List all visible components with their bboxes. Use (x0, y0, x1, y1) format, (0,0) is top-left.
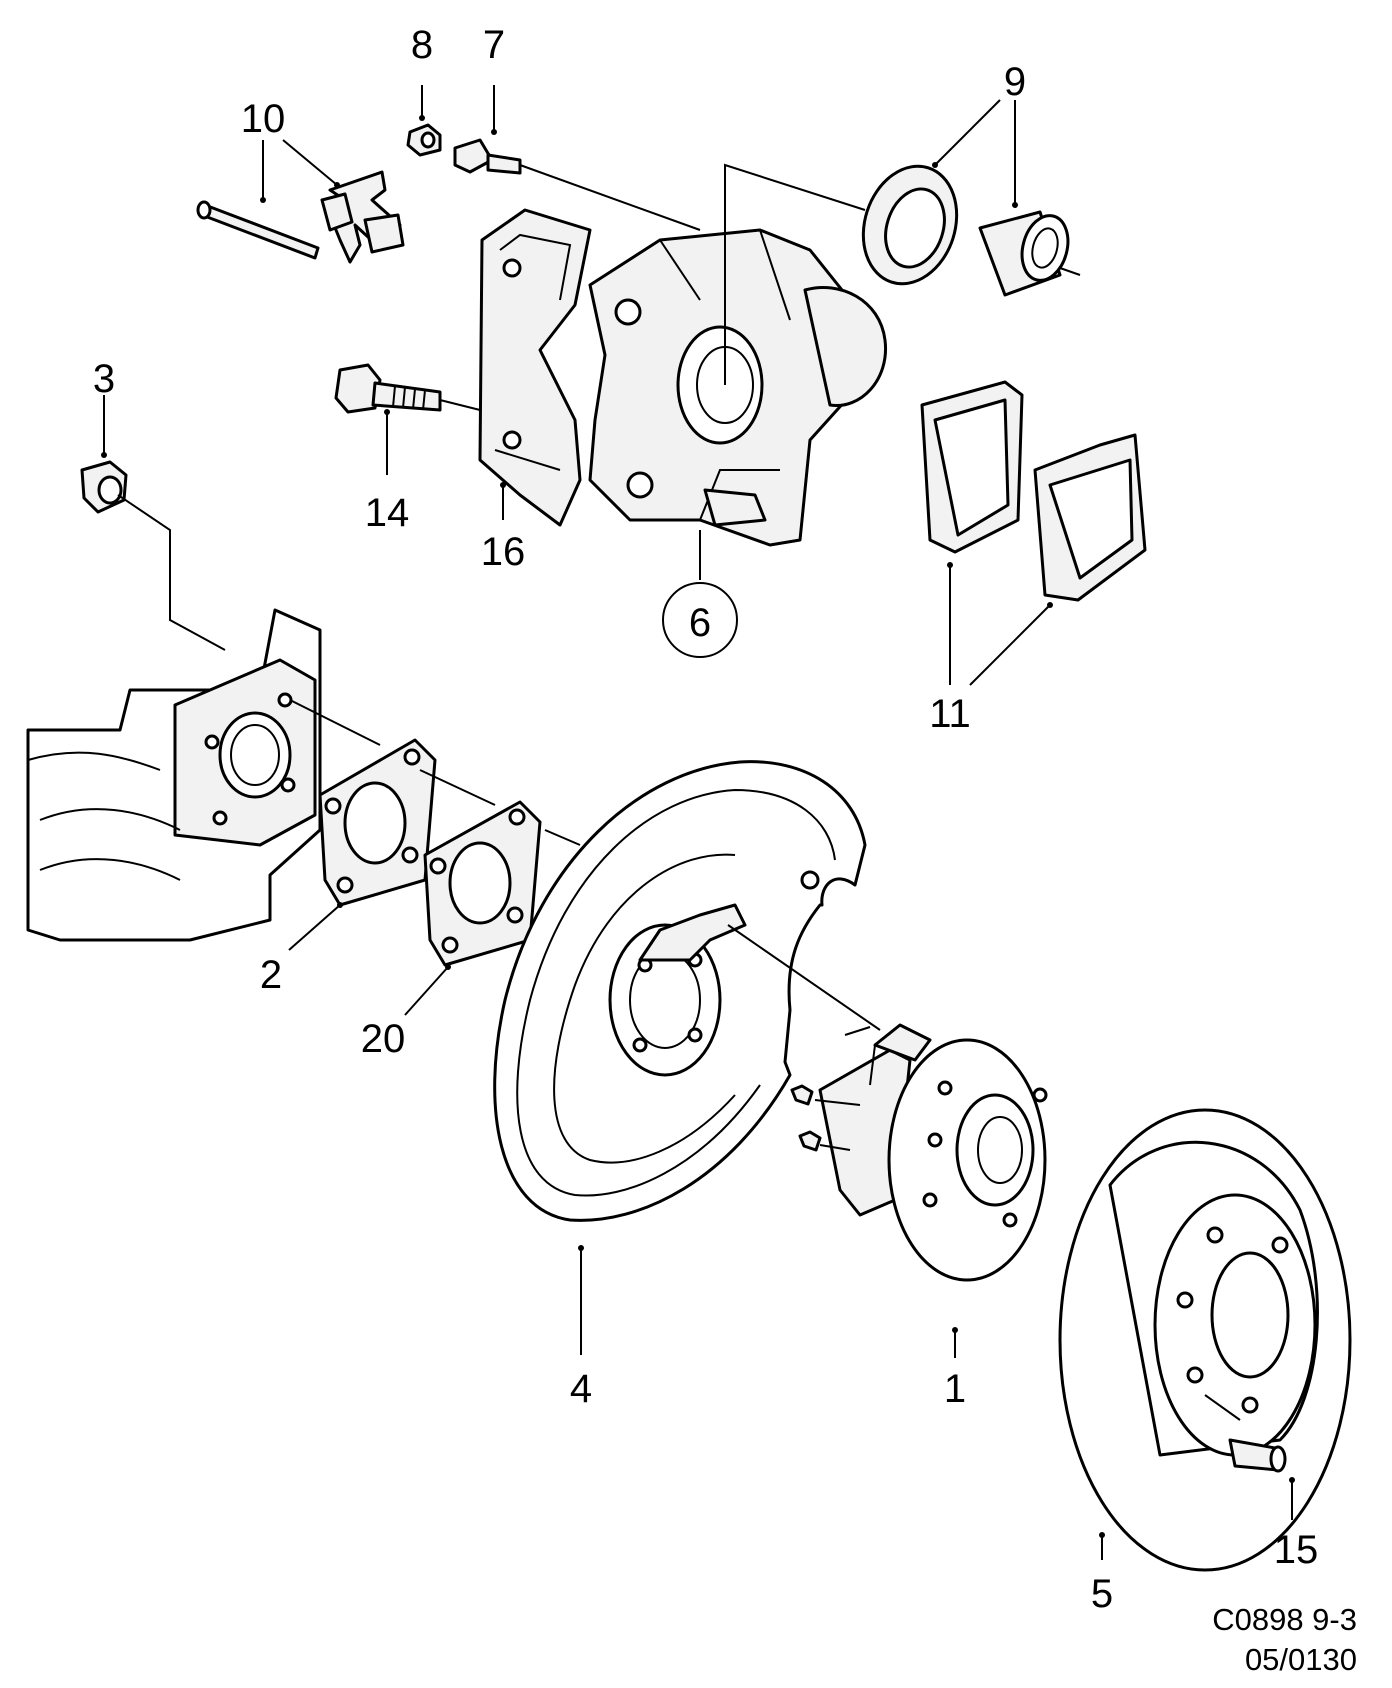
screw-15 (1228, 1438, 1287, 1473)
label-part-4: 4 (570, 1367, 592, 1411)
label-part-14: 14 (365, 491, 410, 535)
label-part-6: 6 (689, 601, 711, 645)
caliper-6 (588, 228, 888, 547)
caliper-bracket-16 (478, 208, 592, 527)
callout-circle-6 (662, 582, 738, 658)
label-part-10: 10 (241, 97, 286, 141)
callout-leaders (101, 85, 1295, 1560)
assembly-lines (117, 163, 1241, 1421)
label-part-8: 8 (411, 23, 433, 67)
label-part-20: 20 (361, 1017, 406, 1061)
wheel-hub-1 (790, 1023, 1048, 1282)
bleed-screw-7 (453, 138, 522, 175)
backing-plate-4 (493, 760, 867, 1222)
label-part-9: 9 (1004, 60, 1026, 104)
label-part-7: 7 (483, 23, 505, 67)
brake-pad-11a (920, 380, 1024, 554)
label-part-16: 16 (481, 530, 526, 574)
clip-set-10 (196, 170, 405, 264)
label-part-2: 2 (260, 953, 282, 997)
diagram-date-code: 05/0130 (1245, 1642, 1357, 1677)
piston-9 (978, 210, 1070, 297)
nut-3 (80, 460, 128, 514)
label-part-1: 1 (944, 1367, 966, 1411)
axle-housing (26, 608, 322, 942)
label-part-5: 5 (1091, 1572, 1113, 1616)
label-part-15: 15 (1274, 1528, 1319, 1572)
gasket-plate-20 (423, 800, 542, 967)
nut-8 (406, 123, 442, 157)
gasket-plate-2 (318, 738, 437, 907)
brake-disc-5 (1058, 1108, 1352, 1572)
brake-pad-11b (1033, 433, 1147, 602)
label-part-3: 3 (93, 357, 115, 401)
seal-9 (861, 164, 959, 286)
label-part-11: 11 (929, 692, 971, 736)
diagram-code: C0898 9-3 (1212, 1602, 1357, 1637)
bolt-14 (334, 363, 442, 414)
